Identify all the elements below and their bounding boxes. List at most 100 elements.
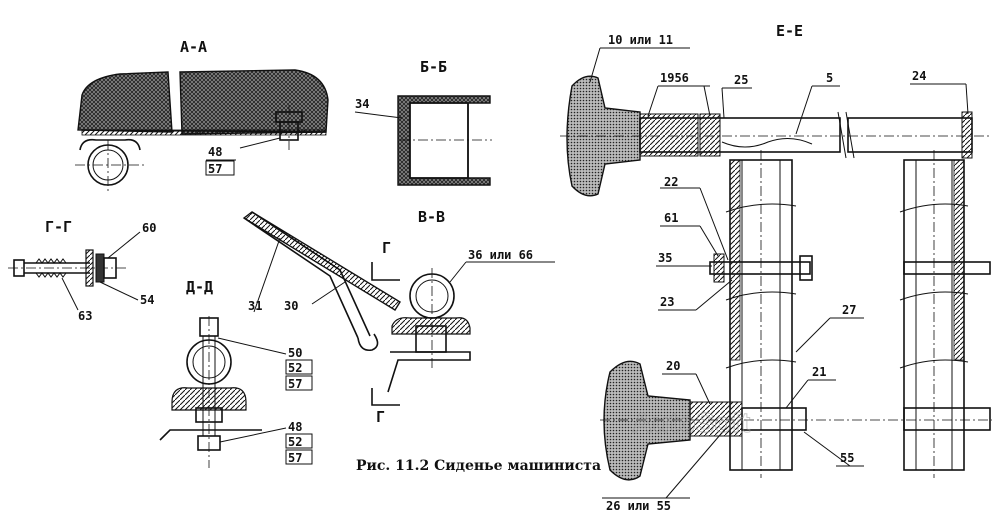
tube-clamp	[79, 138, 141, 151]
vv-frame-rail	[387, 351, 471, 393]
leader-vv-31	[253, 237, 281, 313]
cut-arrow-top	[371, 262, 400, 281]
ee-cross-bolt-35	[709, 261, 811, 275]
ee-lower-knob	[603, 360, 691, 481]
gg-nut	[13, 259, 25, 277]
dd-washer-52	[195, 407, 223, 423]
label-dd-box-57b	[285, 449, 313, 465]
leader-ee-19	[647, 85, 659, 117]
label-dd-box-52	[285, 359, 313, 375]
section-title-bb: Б-Б	[420, 58, 447, 76]
ee-shaft-right	[847, 117, 973, 153]
label-ee-25: 25	[734, 73, 748, 87]
label-ee-1956: 1956	[660, 71, 689, 85]
leader-vv-30	[311, 281, 346, 305]
label-bb-34: 34	[355, 97, 369, 111]
ee-shaft-break	[837, 111, 855, 159]
leader-ee-20	[695, 373, 711, 405]
figure-caption: Рис. 11.2 Сиденье машиниста	[356, 458, 601, 474]
label-dd-48: 48	[288, 420, 302, 434]
gg-washer-54	[85, 249, 94, 287]
label-gg-63: 63	[78, 309, 92, 323]
label-ee-27: 27	[842, 303, 856, 317]
label-ee-35: 35	[658, 251, 672, 265]
section-b-b: Б-Б 34	[354, 58, 492, 186]
label-ee-20: 20	[666, 359, 680, 373]
label-dd-52: 52	[288, 361, 302, 375]
watermark: AutoSoft	[632, 407, 750, 438]
section-title-aa: А-А	[180, 38, 207, 56]
label-dd-50: 50	[288, 346, 302, 360]
ee-sleeve-19	[639, 113, 699, 157]
label-vv-30: 30	[284, 299, 298, 313]
gg-head	[103, 257, 117, 279]
leader-aa	[239, 137, 281, 149]
section-title-gg: Г-Г	[45, 218, 72, 236]
vv-seat-pan-31	[242, 211, 401, 311]
base-plate-hatch	[81, 129, 327, 136]
leader-ee-5	[795, 85, 813, 135]
leader-dd-48	[219, 427, 287, 443]
leader-ee-23	[695, 279, 733, 311]
leader-ee-61	[699, 225, 719, 257]
section-e-e: Е-Е 10 или	[560, 22, 992, 513]
ee-clamp-bolt-right	[903, 407, 991, 431]
ee-nut-23	[799, 255, 813, 281]
leader-gg-60	[107, 231, 141, 259]
section-title-ee: Е-Е	[776, 22, 803, 40]
leader-ee-27	[795, 317, 831, 353]
vv-bracket-30	[251, 211, 371, 337]
bolt-nut-48	[279, 121, 299, 141]
leader-gg-54	[99, 281, 139, 301]
label-ee-5: 5	[826, 71, 833, 85]
leader-ee-24	[965, 83, 969, 115]
section-mark-g-bottom: Г	[376, 408, 385, 426]
label-dd-57: 57	[288, 377, 302, 391]
dd-tube-inner	[192, 345, 226, 379]
bb-padding-profile	[397, 95, 491, 186]
leader-ee-26	[665, 427, 727, 499]
label-gg-60: 60	[142, 221, 156, 235]
dd-clamp	[171, 387, 247, 411]
leader-vv-36	[449, 261, 467, 283]
label-ee-23: 23	[660, 295, 674, 309]
dd-plate	[159, 429, 262, 441]
cushion-left	[77, 71, 173, 133]
label-ee-55: 55	[840, 451, 854, 465]
label-ee-61: 61	[664, 211, 678, 225]
ee-sleeve-20	[689, 401, 743, 437]
label-dd-52b: 52	[288, 435, 302, 449]
ee-bushing-27-left	[729, 159, 741, 361]
gg-spring-63	[35, 258, 67, 278]
cut-arrow-bottom	[371, 388, 400, 406]
label-ee-21: 21	[812, 365, 826, 379]
label-ee-22: 22	[664, 175, 678, 189]
ee-ring-56	[699, 113, 721, 157]
vv-bracket-30-inner	[243, 217, 359, 339]
label-gg-54: 54	[140, 293, 154, 307]
gg-bolt-shank	[24, 262, 90, 274]
cushion-right	[179, 69, 329, 135]
section-mark-g-top: Г	[382, 239, 391, 257]
section-a-a: А-А 48 57	[75, 38, 329, 192]
dd-tube-outer	[186, 339, 232, 385]
label-dd-57b: 57	[288, 451, 302, 465]
leader-ee-22	[699, 187, 729, 261]
leader-ee-25	[721, 87, 725, 119]
label-dd-box-52b	[285, 433, 313, 449]
dd-nut-48	[197, 435, 221, 451]
label-vv-31: 31	[248, 299, 262, 313]
bb-inner-frame	[409, 102, 469, 179]
section-title-vv: В-В	[418, 208, 445, 226]
label-ee-10: 10 или 11	[608, 33, 673, 47]
leader-ee-21	[785, 379, 809, 409]
section-d-d: Д-Д 50 52 57 48 52 57	[159, 278, 313, 468]
label-ee-24: 24	[912, 69, 926, 83]
leader-ee-10	[589, 47, 601, 83]
ee-bushing-27-right	[953, 159, 965, 361]
leader-dd-50	[217, 337, 287, 355]
label-dd-box-57	[285, 375, 313, 391]
leader-gg-63	[61, 277, 79, 311]
label-ee-26: 26 или 55	[606, 499, 671, 513]
